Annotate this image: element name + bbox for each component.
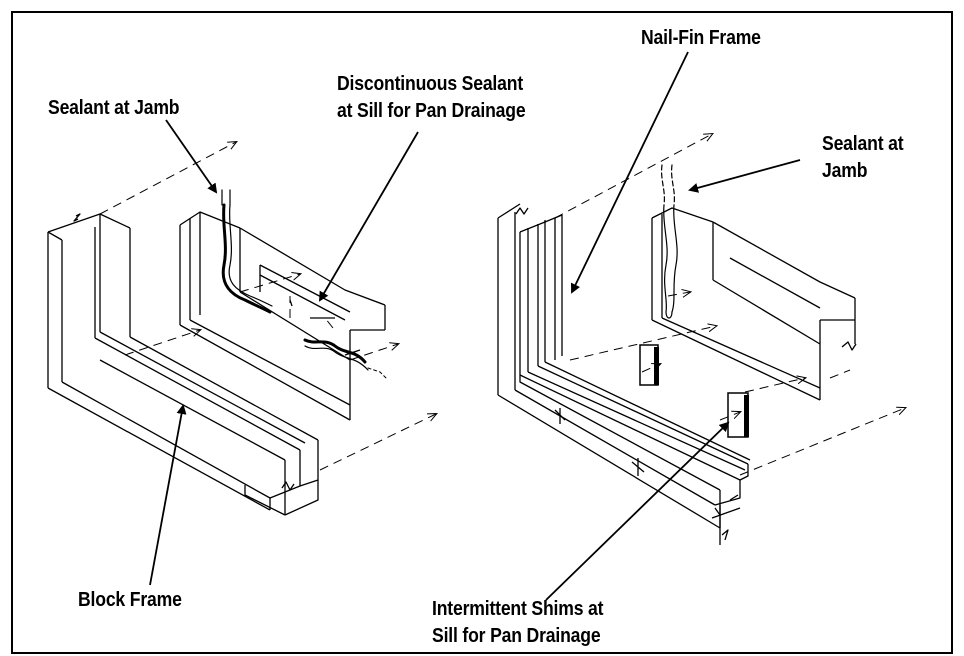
right-projection-lines [554,134,905,476]
label-nail-fin-frame: Nail-Fin Frame [641,27,761,49]
label-sealant-at-jamb-right-line1: Sealant at [822,133,904,155]
label-sealant-at-jamb-right-line2: Jamb [822,160,868,182]
label-block-frame: Block Frame [78,589,182,611]
leader-sealant-jamb-left [165,119,218,194]
leader-discontinuous-sealant [318,131,419,302]
label-intermittent-shims-line1: Intermittent Shims at [432,598,604,620]
leader-intermittent-shims [545,421,730,601]
nail-fin-frame-sketch [497,203,857,545]
shim-2-edge [744,395,749,437]
right-sealant-bead [660,164,678,319]
leader-arrows [149,51,801,601]
left-sealant-bead [221,189,389,381]
leader-sealant-jamb-right [688,159,801,193]
leader-nail-fin-frame [570,51,689,294]
label-discontinuous-sealant-line1: Discontinuous Sealant [337,73,524,95]
diagram-border [11,11,953,654]
block-frame-sketch [47,211,386,516]
label-sealant-at-jamb-left: Sealant at Jamb [48,97,180,119]
left-projection-lines [99,142,436,471]
label-intermittent-shims-line2: Sill for Pan Drainage [432,625,601,647]
leader-block-frame [149,404,187,586]
label-discontinuous-sealant-line2: at Sill for Pan Drainage [337,100,526,122]
